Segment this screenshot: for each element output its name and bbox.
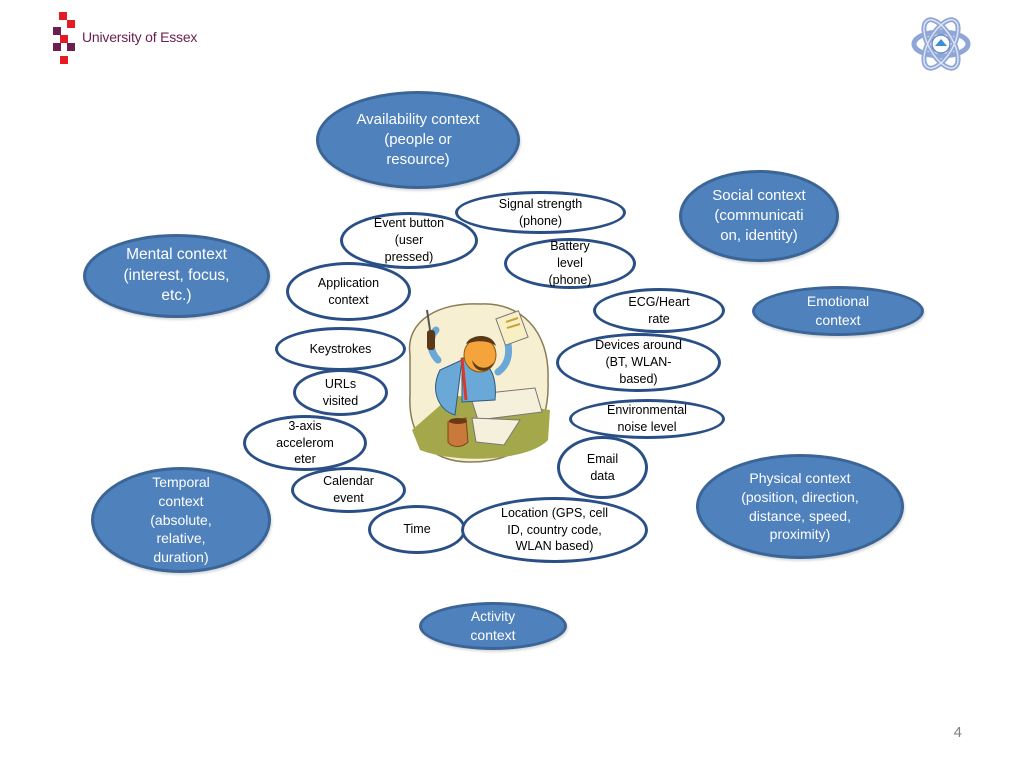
activity-context: Activity context (419, 602, 567, 650)
university-name: University of Essex (82, 29, 198, 45)
battery-level-label: Battery level (phone) (548, 239, 592, 287)
event-button-label: Event button (user pressed) (373, 216, 445, 264)
calendar-event-source: Calendar event (291, 467, 406, 513)
email-data-label: Email data (586, 451, 619, 483)
environmental-noise-source: Environmental noise level (569, 399, 725, 439)
atom-emblem-icon (911, 17, 971, 71)
availability-context: Availability context (people or resource… (316, 91, 520, 189)
location-label: Location (GPS, cell ID, country code, WL… (501, 505, 608, 554)
ecg-heart-rate-source: ECG/Heart rate (593, 288, 725, 333)
physical-context: Physical context (position, direction, d… (696, 454, 904, 559)
physical-context-label: Physical context (position, direction, d… (741, 469, 859, 543)
location-source: Location (GPS, cell ID, country code, WL… (461, 497, 648, 563)
signal-strength-source: Signal strength (phone) (455, 191, 626, 234)
accelerometer-label: 3-axis accelerom eter (276, 418, 334, 467)
devices-around-source: Devices around (BT, WLAN- based) (556, 333, 721, 392)
signal-strength-label: Signal strength (phone) (498, 196, 583, 228)
emotional-context-label: Emotional context (806, 293, 870, 328)
environmental-noise-label: Environmental noise level (607, 403, 687, 434)
devices-around-label: Devices around (BT, WLAN- based) (595, 338, 682, 386)
temporal-context-label: Temporal context (absolute, relative, du… (150, 473, 212, 566)
accelerometer-source: 3-axis accelerom eter (243, 415, 367, 471)
keystrokes-label: Keystrokes (309, 341, 372, 356)
busy-worker-clipart (408, 303, 550, 463)
urls-visited-label: URLs visited (322, 376, 359, 408)
keystrokes-source: Keystrokes (275, 327, 406, 371)
email-data-source: Email data (557, 436, 648, 499)
application-context-label: Application context (317, 275, 380, 307)
time-label: Time (403, 522, 431, 537)
calendar-event-label: Calendar event (323, 474, 374, 505)
page-number: 4 (953, 724, 962, 741)
ecg-heart-rate-label: ECG/Heart rate (628, 294, 690, 326)
temporal-context: Temporal context (absolute, relative, du… (91, 467, 271, 573)
university-logo-icon (53, 12, 75, 64)
battery-level-source: Battery level (phone) (504, 238, 636, 289)
event-button-source: Event button (user pressed) (340, 212, 478, 269)
social-context-label: Social context (communicati on, identity… (712, 186, 806, 245)
activity-context-label: Activity context (470, 608, 516, 643)
time-source: Time (368, 505, 466, 554)
emotional-context: Emotional context (752, 286, 924, 336)
mental-context-label: Mental context (interest, focus, etc.) (123, 245, 230, 305)
mental-context: Mental context (interest, focus, etc.) (83, 234, 270, 318)
availability-context-label: Availability context (people or resource… (356, 110, 480, 169)
social-context: Social context (communicati on, identity… (679, 170, 839, 262)
application-context-source: Application context (286, 262, 411, 321)
urls-visited-source: URLs visited (293, 369, 388, 416)
